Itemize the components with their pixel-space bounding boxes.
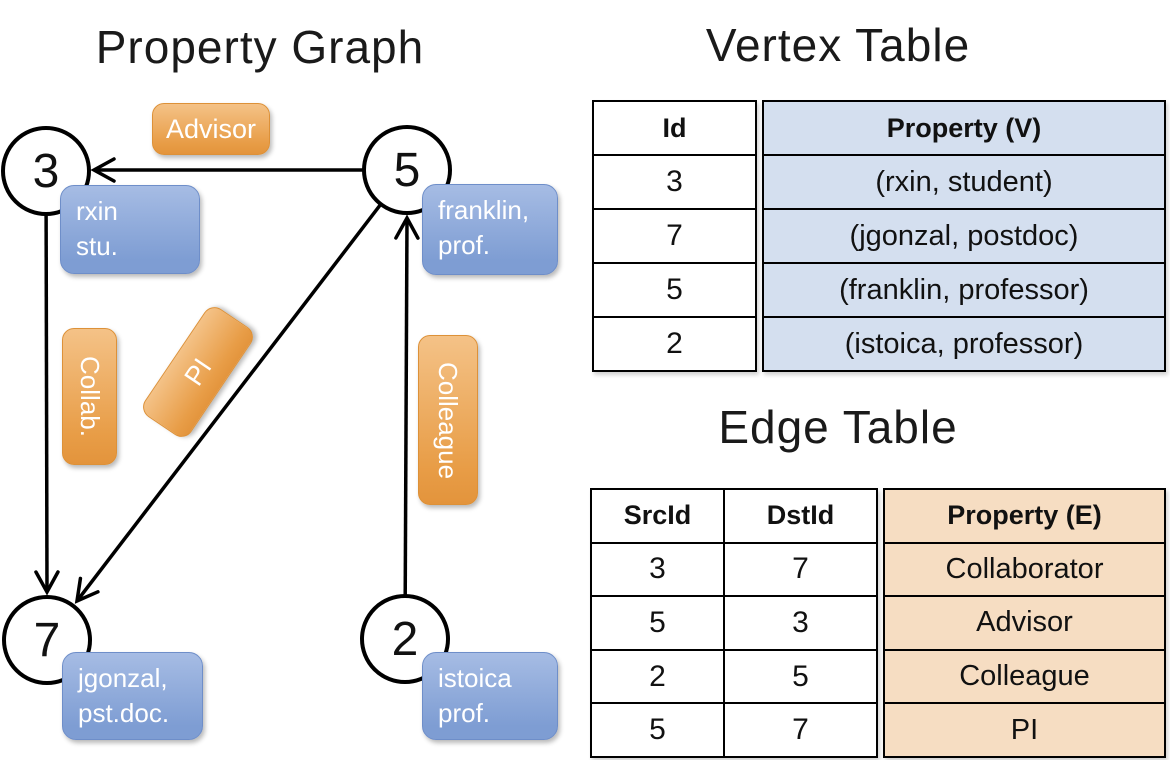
col-header-srcid: SrcId (623, 500, 692, 531)
col-header-property-e: Property (E) (947, 500, 1102, 531)
table-row: 2 (594, 316, 755, 370)
edge-label-text: Advisor (165, 113, 257, 144)
id-cell: 2 (666, 327, 683, 360)
node-id: 3 (32, 144, 60, 198)
id-cell: 5 (666, 273, 683, 306)
vertex-table-title: Vertex Table (705, 19, 971, 71)
table-header-row: Property (V) (764, 102, 1164, 154)
table-row: 5 7 (592, 702, 876, 756)
id-cell: 7 (666, 219, 683, 252)
vertex-prop-box-3: rxin stu. (60, 185, 200, 274)
dstid-cell: 7 (723, 543, 876, 596)
table-row: (jgonzal, postdoc) (764, 208, 1164, 262)
table-row: Collaborator (885, 541, 1164, 596)
vertex-prop-box-2: istoica prof. (422, 652, 558, 740)
property-cell: (rxin, student) (875, 165, 1053, 198)
edge-label-collab: Collab. (62, 328, 117, 465)
edge-colleague-2-to-5 (394, 214, 420, 640)
prop-line: pst.doc. (78, 698, 170, 728)
edge-collab-3-to-7 (34, 170, 60, 596)
table-row: 3 7 (592, 541, 876, 596)
id-cell: 3 (666, 165, 683, 198)
table-header-row: Id (594, 102, 755, 154)
srcid-cell: 5 (649, 605, 666, 639)
table-row: 3 (594, 154, 755, 208)
edge-label-advisor: Advisor (152, 103, 270, 155)
table-row: PI (885, 702, 1164, 756)
vertex-table-id-column: Id 3 7 5 2 (592, 100, 757, 372)
graph-node-2: 2 (360, 594, 450, 684)
table-row: Advisor (885, 595, 1164, 649)
graph-node-5: 5 (362, 125, 452, 215)
col-header-dstid: DstId (723, 490, 876, 542)
edge-pi-5-to-7 (74, 168, 409, 604)
edge-label-text: Collab. (75, 356, 105, 437)
prop-line: stu. (76, 231, 118, 261)
node-id: 2 (391, 612, 419, 666)
col-header-id: Id (662, 112, 687, 143)
property-cell: (istoica, professor) (844, 327, 1084, 360)
table-row: (istoica, professor) (764, 316, 1164, 370)
edge-label-text: Colleague (433, 361, 464, 479)
property-cell: Advisor (976, 606, 1073, 639)
table-header-row: SrcId DstId (592, 490, 876, 542)
property-cell: Collaborator (945, 552, 1104, 585)
vertex-table-property-column: Property (V) (rxin, student) (jgonzal, p… (762, 100, 1166, 372)
prop-line: prof. (438, 230, 491, 260)
node-id: 7 (33, 613, 61, 667)
dstid-cell: 5 (723, 650, 876, 703)
vertex-prop-box-7: jgonzal, pst.doc. (62, 652, 203, 740)
prop-line: prof. (438, 698, 491, 728)
prop-line: franklin, (438, 195, 530, 225)
table-row: 5 (594, 262, 755, 316)
node-id: 5 (393, 143, 421, 197)
property-cell: Colleague (959, 660, 1090, 693)
property-graph-title: Property Graph (95, 21, 425, 73)
dstid-cell: 7 (723, 704, 876, 756)
table-row: (franklin, professor) (764, 262, 1164, 316)
edge-table-id-columns: SrcId DstId 3 7 5 3 2 5 5 7 (590, 488, 878, 758)
prop-line: istoica (438, 663, 512, 693)
prop-line: rxin (76, 196, 118, 226)
edge-label-text: PI (178, 352, 218, 391)
table-row: 2 5 (592, 648, 876, 703)
vertex-prop-box-5: franklin, prof. (422, 184, 558, 275)
srcid-cell: 2 (649, 659, 666, 693)
table-row: Colleague (885, 648, 1164, 703)
edge-table-title: Edge Table (718, 401, 958, 453)
graph-edges-svg (34, 157, 420, 640)
table-row: 5 3 (592, 595, 876, 649)
table-row: 7 (594, 208, 755, 262)
table-header-row: Property (E) (885, 490, 1164, 542)
dstid-cell: 3 (723, 597, 876, 649)
edge-label-colleague: Colleague (418, 335, 478, 505)
property-cell: (franklin, professor) (839, 273, 1089, 306)
table-row: (rxin, student) (764, 154, 1164, 208)
col-header-property-v: Property (V) (886, 112, 1042, 143)
srcid-cell: 3 (649, 552, 666, 586)
property-cell: PI (1010, 713, 1039, 746)
edge-table-property-column: Property (E) Collaborator Advisor Collea… (883, 488, 1166, 758)
property-cell: (jgonzal, postdoc) (849, 219, 1079, 252)
srcid-cell: 5 (649, 713, 666, 747)
prop-line: jgonzal, (78, 663, 168, 693)
